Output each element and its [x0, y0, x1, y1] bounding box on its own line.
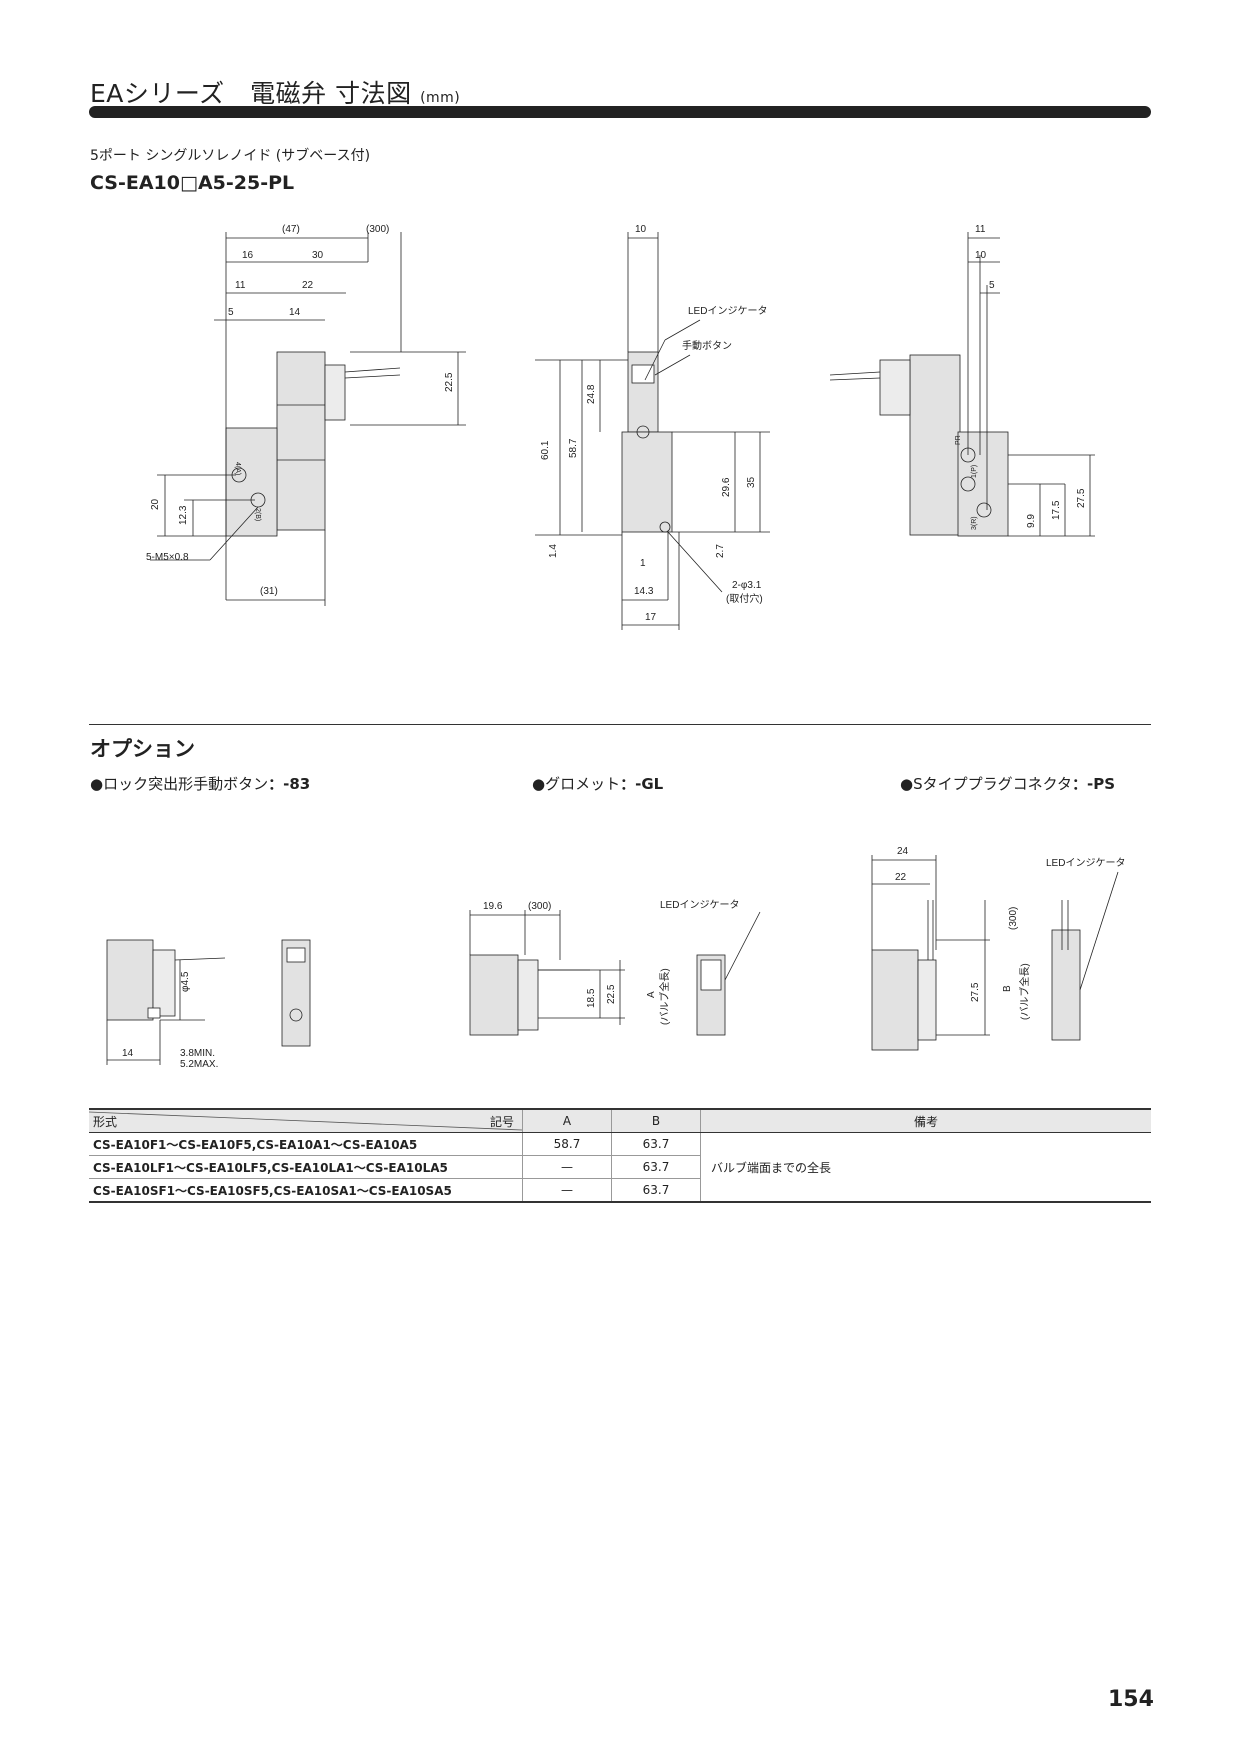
dim-24-8: 24.8	[586, 384, 597, 404]
dim-5-right: 5	[989, 280, 995, 291]
port-3r-label: 3(R)	[971, 516, 978, 530]
header-symbol: 記号	[489, 1115, 514, 1129]
dim-10-right: 10	[975, 250, 987, 261]
dim-58-7: 58.7	[568, 438, 579, 458]
option-plug-connector: ●Sタイププラグコネクタ：-PS	[900, 775, 1116, 793]
row-b: 63.7	[611, 1155, 701, 1179]
dim-24: 24	[897, 846, 909, 857]
dim-14-lock: 14	[122, 1048, 134, 1059]
dim-19-6: 19.6	[483, 901, 503, 912]
option-lock-button: ●ロック突出形手動ボタン：-83	[90, 775, 311, 793]
option-grommet: ●グロメット：-GL	[532, 775, 664, 793]
valve-body-side	[909, 354, 961, 536]
variant-label: 5ポート シングルソレノイド (サブベース付)	[90, 148, 371, 164]
dim-22-5-grommet: 22.5	[606, 984, 617, 1004]
options-rule	[89, 724, 1151, 725]
dim-16: 16	[242, 250, 254, 261]
dim-29-6: 29.6	[721, 477, 732, 497]
options-title: オプション	[90, 737, 195, 761]
row-model: CS-EA10SF1～CS-EA10SF5,CS-EA10SA1～CS-EA10…	[89, 1178, 523, 1203]
port-1p-label: 1(P)	[971, 465, 978, 478]
row-model: CS-EA10F1～CS-EA10F5,CS-EA10A1～CS-EA10A5	[89, 1132, 523, 1156]
dim-11: 11	[235, 280, 246, 291]
dim-1-4: 1.4	[548, 544, 559, 558]
dim-2-7: 2.7	[715, 544, 726, 558]
table-row: CS-EA10F1～CS-EA10F5,CS-EA10A1～CS-EA10A5 …	[89, 1132, 1151, 1203]
dim-22-plug: 22	[895, 872, 907, 883]
table-row: CS-EA10SF1～CS-EA10SF5,CS-EA10SA1～CS-EA10…	[89, 1178, 1151, 1203]
dim-47: (47)	[282, 224, 300, 235]
dim-10: 10	[635, 224, 647, 235]
led-indicator-grommet: LEDインジケータ	[660, 899, 739, 911]
row-b: 63.7	[611, 1178, 701, 1203]
diagonal-divider	[89, 1111, 522, 1131]
valve-body-left	[276, 351, 326, 531]
dim-9-9: 9.9	[1026, 514, 1037, 528]
spec-table: 形式 記号 A B 備考 CS-EA10F1～CS-EA10F5,CS-EA10…	[89, 1108, 1151, 1203]
header-model: 形式 記号	[89, 1108, 523, 1133]
valve-length-note-a: (バルブ全長)	[658, 968, 671, 1025]
row-a: 58.7	[522, 1132, 612, 1156]
dim-60-1: 60.1	[540, 440, 551, 460]
header-a: A	[522, 1108, 612, 1133]
mount-hole-label: 2-φ3.1	[732, 580, 762, 591]
dim-31: (31)	[260, 586, 278, 597]
table-row: CS-EA10LF1～CS-EA10LF5,CS-EA10LA1～CS-EA10…	[89, 1155, 1151, 1179]
dim-300-grommet: (300)	[528, 901, 551, 912]
dim-35: 35	[746, 476, 757, 488]
dim-27-5: 27.5	[1076, 488, 1087, 508]
dim-20: 20	[150, 498, 161, 510]
row-remarks: バルブ端面までの全長	[700, 1132, 1151, 1203]
manual-button-label: 手動ボタン	[682, 339, 732, 352]
dim-22-5: 22.5	[444, 372, 455, 392]
row-model: CS-EA10LF1～CS-EA10LF5,CS-EA10LA1～CS-EA10…	[89, 1155, 523, 1179]
dim-17: 17	[645, 612, 657, 623]
dim-17-5: 17.5	[1051, 500, 1062, 520]
subbase-front	[621, 431, 673, 533]
subbase-side	[957, 431, 1009, 537]
dim-22: 22	[302, 280, 314, 291]
row-a: —	[522, 1178, 612, 1203]
dim-12-3: 12.3	[178, 505, 189, 525]
valve-body-front	[627, 351, 659, 433]
header-b: B	[611, 1108, 701, 1133]
dim-30: 30	[312, 250, 324, 261]
dim-phi-4-5: φ4.5	[180, 971, 191, 992]
dim-300-plug: (300)	[1008, 907, 1019, 930]
dim-a: A	[646, 991, 657, 998]
port-2b-label: 2(B)	[254, 508, 261, 521]
port-pr-label: PR	[955, 435, 962, 445]
dim-18-5: 18.5	[586, 988, 597, 1008]
dimension-drawing-main: (47) (300) 16 30 11 22 5 14 22.5 20 12.3…	[146, 224, 1095, 630]
dim-11-right: 11	[975, 224, 986, 235]
dim-27-5-plug: 27.5	[970, 982, 981, 1002]
table-header-row: 形式 記号 A B 備考	[89, 1108, 1151, 1133]
led-indicator-label: LEDインジケータ	[688, 305, 767, 317]
thread-callout: 5-M5×0.8	[146, 552, 189, 563]
page-number: 154	[1108, 1687, 1154, 1712]
row-a: —	[522, 1155, 612, 1179]
mount-hole-note: (取付穴)	[726, 592, 763, 605]
dim-14-3: 14.3	[634, 586, 654, 597]
header-remarks: 備考	[700, 1108, 1151, 1133]
dim-14: 14	[289, 307, 301, 318]
dimension-drawing-options: φ4.5 14 3.8MIN. 5.2MAX. 19.6 (300) LEDイン…	[106, 846, 1125, 1070]
model-number: CS-EA10□A5-25-PL	[90, 172, 295, 194]
port-4a-label: 4(A)	[234, 462, 241, 475]
dim-5-2-max: 5.2MAX.	[180, 1059, 218, 1070]
led-indicator-plug: LEDインジケータ	[1046, 857, 1125, 869]
dim-5: 5	[228, 307, 234, 318]
title-rule	[89, 106, 1151, 118]
subbase-left	[225, 427, 278, 537]
dim-300: (300)	[366, 224, 389, 235]
dim-1: 1	[640, 558, 646, 569]
dim-3-8-min: 3.8MIN.	[180, 1048, 215, 1059]
valve-length-note-b: (バルブ全長)	[1018, 963, 1031, 1020]
row-b: 63.7	[611, 1132, 701, 1156]
page-title: EAシリーズ 電磁弁 寸法図 (mm)	[90, 79, 461, 108]
dim-b: B	[1002, 985, 1013, 992]
